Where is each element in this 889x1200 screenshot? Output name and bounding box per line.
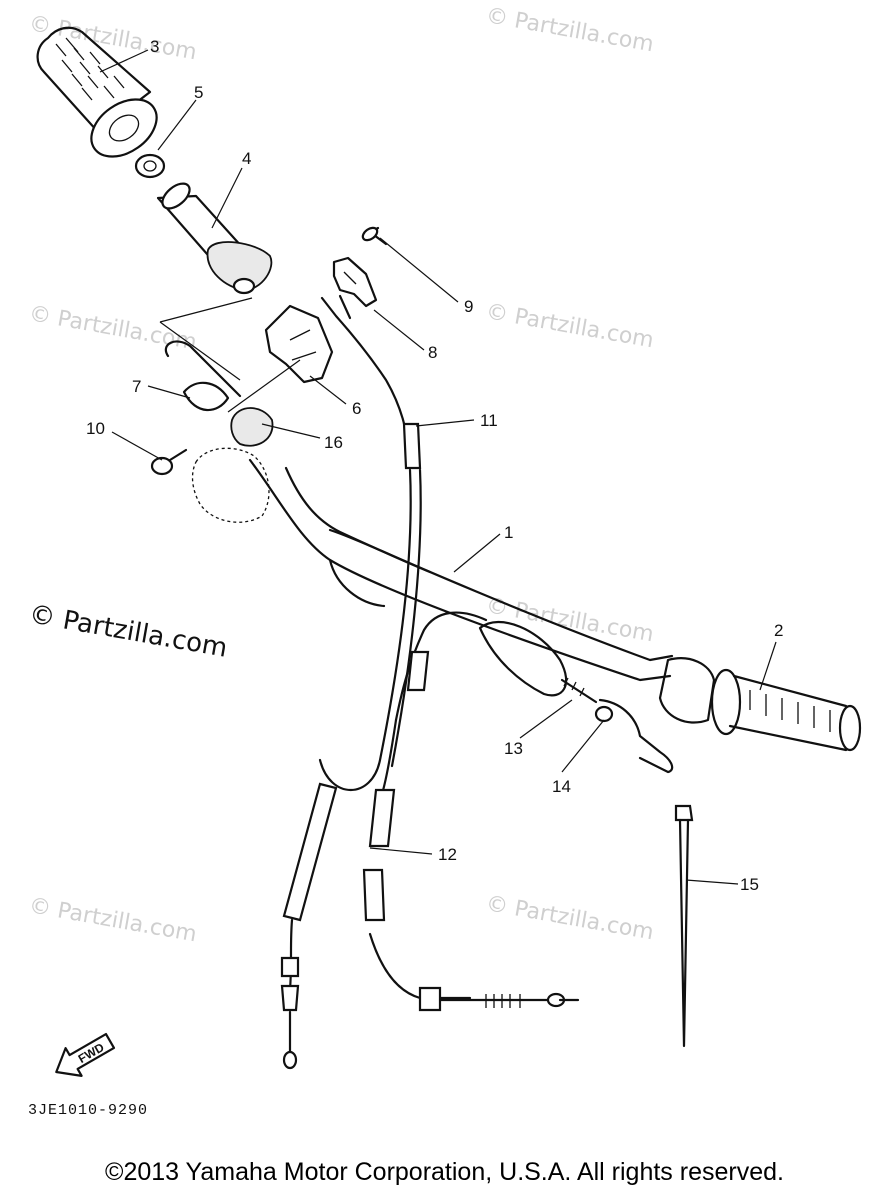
throttle-tube-part [156, 182, 273, 295]
grip-left-part [36, 26, 158, 158]
adjuster-part [560, 677, 614, 723]
screw-part-10 [150, 448, 188, 476]
callout-3: 3 [150, 37, 159, 56]
cable-tie-part [674, 804, 694, 1048]
watermark-4: © Partzilla.com [484, 299, 656, 353]
diagram-code: 3JE1010-9290 [28, 1102, 148, 1119]
callout-1: 1 [504, 523, 513, 542]
lever-holder-part [332, 256, 378, 308]
watermark-2: © Partzilla.com [484, 3, 656, 57]
callout-12: 12 [438, 845, 457, 864]
clamp-area [191, 447, 270, 523]
throttle-cable-part [280, 294, 422, 1070]
callout-6: 6 [352, 399, 361, 418]
callout-4: 4 [242, 149, 251, 168]
watermark-1: © Partzilla.com [27, 11, 199, 65]
callout-8: 8 [428, 343, 437, 362]
leader-lines [99, 49, 777, 885]
copyright-text: ©2013 Yamaha Motor Corporation, U.S.A. A… [105, 1158, 784, 1186]
watermark-7: © Partzilla.com [484, 891, 656, 945]
watermark-5: © Partzilla.com [484, 593, 656, 647]
grip-right-part [658, 657, 862, 752]
watermark-prominent: © Partzilla.com [27, 599, 230, 663]
clutch-lever-area [478, 620, 674, 774]
screw-part-9 [361, 226, 388, 246]
watermark-6: © Partzilla.com [27, 893, 199, 947]
callout-10: 10 [86, 419, 105, 438]
handlebar-part [248, 458, 674, 682]
callout-2: 2 [774, 621, 783, 640]
callout-14: 14 [552, 777, 571, 796]
callout-13: 13 [504, 739, 523, 758]
callout-labels: 3 5 4 9 8 6 7 10 16 11 1 2 13 14 12 15 [86, 37, 783, 894]
watermark-3: © Partzilla.com [27, 301, 199, 355]
handlebar-left-end [164, 340, 274, 447]
callout-7: 7 [132, 377, 141, 396]
callout-16: 16 [324, 433, 343, 452]
callout-15: 15 [740, 875, 759, 894]
callout-5: 5 [194, 83, 203, 102]
assembly-lines [159, 297, 301, 413]
callout-11: 11 [480, 411, 498, 430]
collar-part [134, 153, 166, 179]
callout-9: 9 [464, 297, 473, 316]
clutch-cable-part [362, 611, 580, 1012]
throttle-housing-part [264, 304, 334, 384]
fwd-arrow-icon: FWD [55, 1032, 116, 1077]
